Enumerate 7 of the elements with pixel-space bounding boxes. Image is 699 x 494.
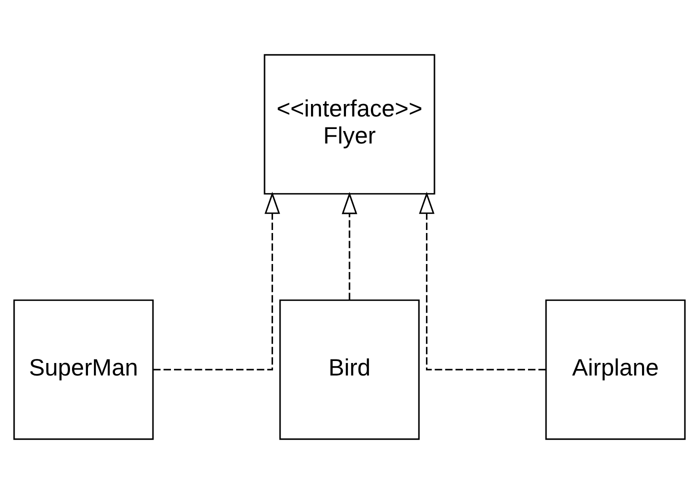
arrow <box>418 192 546 370</box>
node-box: <<interface>> Flyer <box>264 54 436 195</box>
node-box: SuperMan <box>13 299 154 440</box>
node-box: Airplane <box>545 299 686 440</box>
arrow <box>342 192 358 300</box>
arrow <box>153 192 280 370</box>
node-box: Bird <box>279 299 420 440</box>
